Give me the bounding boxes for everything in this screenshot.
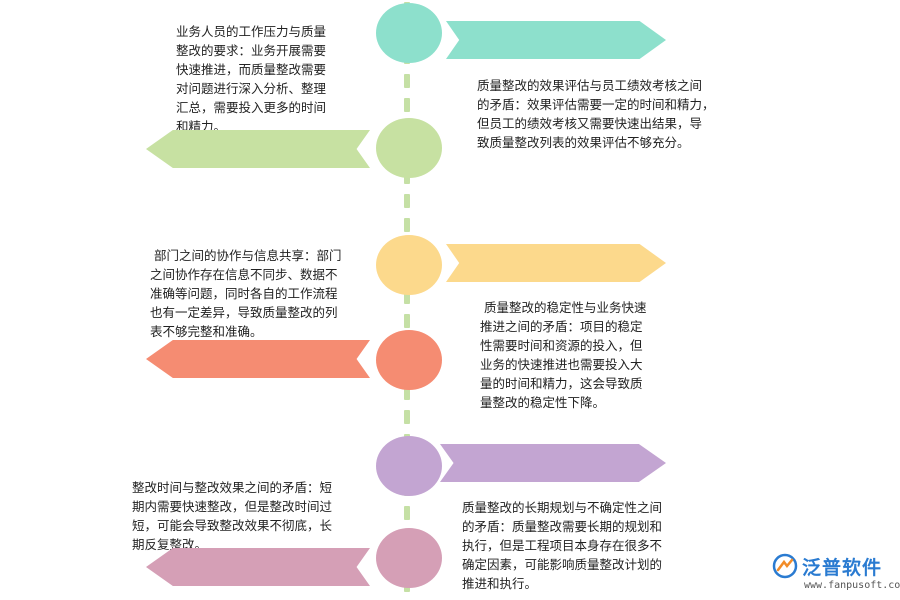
spine-dash <box>404 218 410 232</box>
text-planning: 质量整改的长期规划与不确定性之间 的矛盾：质量整改需要长期的规划和 执行，但是工… <box>462 500 663 591</box>
text-collaboration: 部门之间的协作与信息共享：部门 之间协作存在信息不同步、数据不 准确等问题，同时… <box>150 248 342 339</box>
spine-dash <box>404 290 410 304</box>
spine-dash <box>404 194 410 208</box>
text-pressure: 业务人员的工作压力与质量 整改的要求：业务开展需要 快速推进，而质量整改需要 对… <box>176 24 327 134</box>
spine-dash <box>404 74 410 88</box>
timeline-spine <box>404 0 410 600</box>
text-stability: 质量整改的稳定性与业务快速 推进之间的矛盾：项目的稳定 性需要时间和资源的投入，… <box>480 300 647 410</box>
node-collaboration <box>376 330 442 390</box>
arrow-collaboration <box>146 340 370 378</box>
brand-logo: 泛普软件 www.fanpusoft.com <box>770 547 900 597</box>
node-pressure <box>376 118 442 178</box>
arrow-time-effect <box>146 548 370 586</box>
arrow-planning <box>440 444 666 482</box>
spine-dash <box>404 98 410 112</box>
node-planning <box>376 436 442 496</box>
brand-logo-icon <box>772 553 798 579</box>
text-time-effect: 整改时间与整改效果之间的矛盾：短 期内需要快速整改，但是整改时间过 短，可能会导… <box>132 480 333 552</box>
node-time-effect <box>376 528 442 588</box>
spine-dash <box>404 314 410 328</box>
arrow-stability <box>446 244 666 282</box>
arrow-evaluation <box>446 21 666 59</box>
spine-dash <box>404 386 410 400</box>
spine-dash <box>404 410 410 424</box>
arrow-pressure <box>146 130 370 168</box>
brand-logo-url: www.fanpusoft.com <box>804 580 900 591</box>
brand-logo-name: 泛普软件 <box>802 557 883 579</box>
spine-dash <box>404 506 410 520</box>
node-evaluation <box>376 3 442 63</box>
node-stability <box>376 235 442 295</box>
text-evaluation: 质量整改的效果评估与员工绩效考核之间 的矛盾：效果评估需要一定的时间和精力， 但… <box>477 78 715 150</box>
